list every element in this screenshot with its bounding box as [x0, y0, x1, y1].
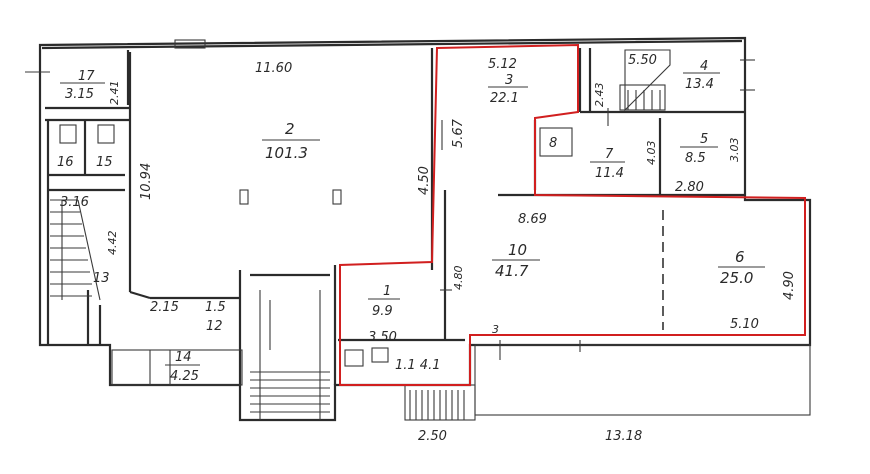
dim-10-94: 10.94: [139, 163, 154, 200]
dim-4-50: 4.50: [417, 166, 432, 195]
room-8-number: 8: [549, 136, 557, 151]
dim-3-50: 3.50: [368, 330, 397, 345]
room-17-area: 3.15: [65, 87, 94, 102]
room-16-number: 16: [57, 155, 74, 170]
room-14-area: 4.25: [170, 369, 199, 384]
room-3-number: 3: [505, 73, 513, 88]
dim-1-5: 1.5: [205, 300, 226, 315]
dim-2-50: 2.50: [418, 429, 447, 444]
room-labels: 17 3.15 16 15 13 2 101.3 3 22.1 4 13.4 5…: [57, 59, 765, 384]
room-6-area: 25.0: [720, 269, 753, 287]
room-1-area: 9.9: [372, 304, 393, 319]
dim-4-80: 4.80: [452, 266, 465, 291]
dim-2-15: 2.15: [150, 300, 179, 315]
dim-4-03: 4.03: [645, 141, 658, 166]
dim-2-43: 2.43: [593, 83, 606, 108]
room-12-number: 12: [206, 319, 223, 334]
dim-4-42: 4.42: [106, 231, 119, 256]
dimension-labels: 11.60 10.94 2.41 3.16 4.42 2.15 1.5 5.12…: [60, 53, 797, 444]
room-5-number: 5: [700, 132, 708, 147]
room-10-number: 10: [508, 241, 527, 259]
fixtures: [59, 124, 389, 367]
dim-4-90: 4.90: [782, 271, 797, 300]
room-17-number: 17: [78, 69, 95, 84]
dim-5-12: 5.12: [488, 57, 517, 72]
dim-8-69: 8.69: [518, 212, 547, 227]
room-4-number: 4: [700, 59, 708, 74]
room-10-area: 41.7: [495, 262, 529, 280]
dim-3-03: 3.03: [728, 138, 741, 163]
room-7-area: 11.4: [595, 166, 624, 181]
dim-3: 3: [492, 323, 499, 336]
door-marks: [25, 59, 755, 360]
dim-5-50: 5.50: [628, 53, 657, 68]
dim-3-16: 3.16: [60, 195, 89, 210]
dim-11-60: 11.60: [255, 61, 292, 76]
room-13-number: 13: [93, 271, 110, 286]
room-2-number: 2: [285, 120, 295, 138]
highlighted-area: [339, 43, 806, 386]
dim-1-1-41: 1.1 4.1: [395, 358, 440, 373]
dim-5-10: 5.10: [730, 317, 759, 332]
room-6-number: 6: [735, 248, 745, 266]
room-2-area: 101.3: [265, 144, 308, 162]
dim-5-67: 5.67: [451, 118, 466, 148]
room-14-number: 14: [175, 350, 192, 365]
room-3-area: 22.1: [490, 91, 519, 106]
dim-13-18: 13.18: [605, 429, 642, 444]
room-1-number: 1: [383, 284, 391, 299]
dim-2-80: 2.80: [675, 180, 704, 195]
room-5-area: 8.5: [685, 151, 706, 166]
stairs: [50, 49, 811, 421]
room-7-number: 7: [605, 147, 614, 162]
room-4-area: 13.4: [685, 77, 714, 92]
room-15-number: 15: [96, 155, 113, 170]
dim-2-41: 2.41: [108, 81, 121, 106]
